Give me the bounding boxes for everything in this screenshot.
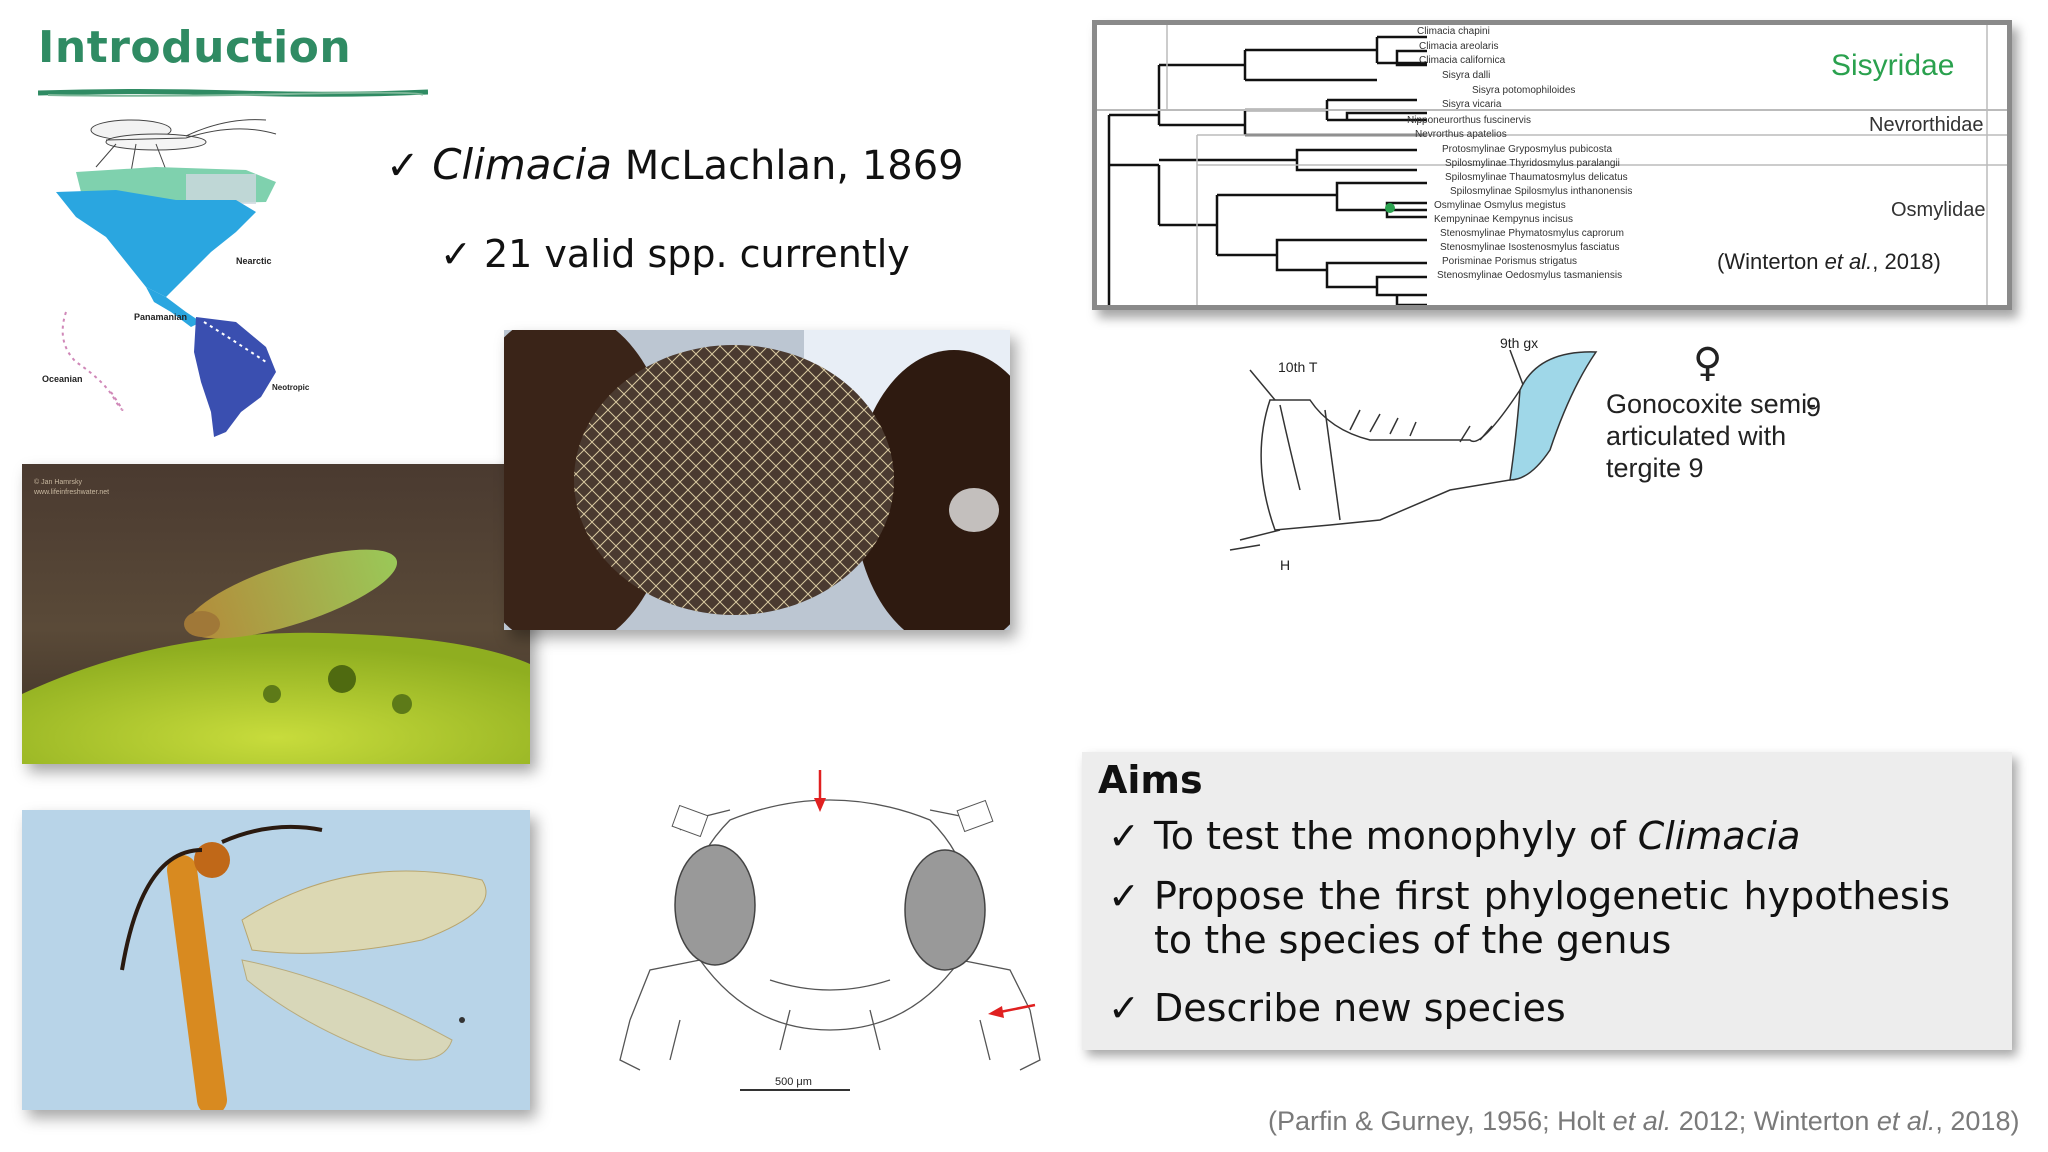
title-underline: [38, 89, 428, 97]
taxon-label: Nevrorthus apatelios: [1415, 129, 1507, 140]
taxon-label: Spilosmylinae Thyridosmylus paralangii: [1445, 158, 1620, 169]
taxon-label: Climacia californica: [1419, 55, 1506, 66]
check-icon: ✓: [1108, 814, 1140, 858]
lacewing-sketch-icon: [90, 119, 277, 173]
taxon-label: Nipponeurorthus fuscinervis: [1407, 115, 1531, 126]
taxon-label: Osmylinae Osmylus megistus: [1434, 200, 1566, 211]
taxon-label: Spilosmylinae Thaumatosmylus delicatus: [1445, 172, 1628, 183]
label-10th-tergite: 10th T: [1278, 359, 1318, 375]
phylogeny-figure: Climacia chapini Climacia areolaris Clim…: [1092, 20, 2012, 310]
taxon-label: Stenosmylinae Phymatosmylus caprorum: [1440, 228, 1624, 239]
distribution-map: Nearctic Panamanian Oceanian Neotropic: [42, 119, 310, 437]
female-symbol-icon: ♀: [1693, 340, 1723, 386]
slide-title: Introduction: [38, 22, 352, 73]
photo-credit-line1: © Jan Hamrsky: [34, 478, 82, 486]
map-label-neotropic: Neotropic: [272, 383, 310, 392]
taxon-label: Climacia areolaris: [1419, 41, 1498, 52]
label-9th-gonocoxite: 9th gx: [1500, 335, 1538, 351]
family-label-nevrorthidae: Nevrorthidae: [1869, 114, 1984, 136]
aim-item: ✓ To test the monophyly of Climacia: [1108, 814, 1801, 858]
map-label-nearctic: Nearctic: [236, 256, 272, 266]
check-icon: ✓: [440, 232, 472, 276]
taxon-label: Sisyra dalli: [1442, 70, 1490, 81]
species-count-text: 21 valid spp. currently: [483, 232, 910, 276]
species-count-line: ✓ 21 valid spp. currently: [440, 232, 910, 276]
genus-name: Climacia: [432, 140, 613, 189]
larva-photo: © Jan Hamrsky www.lifeinfreshwater.net: [22, 464, 530, 764]
photo-credit-line2: www.lifeinfreshwater.net: [33, 489, 109, 496]
taxon-label: Stenosmylinae Isostenosmylus fasciatus: [1440, 242, 1620, 253]
taxon-label: Spilosmylinae Spilosmylus inthanonensis: [1450, 186, 1632, 197]
tree-citation: (Winterton et al., 2018): [1717, 249, 1941, 274]
adult-photo: [22, 810, 530, 1110]
family-label-sisyridae: Sisyridae: [1831, 49, 1954, 82]
aims-heading: Aims: [1098, 758, 1203, 802]
check-icon: ✓: [1108, 874, 1140, 918]
gonocoxite-number: 9: [1806, 392, 1822, 422]
taxon-label: Protosmylinae Gryposmylus pubicosta: [1442, 144, 1613, 155]
cocoon-photo: [504, 330, 1010, 630]
taxon-label: Climacia chapini: [1417, 26, 1490, 37]
genus-line: ✓ Climacia McLachlan, 1869: [386, 140, 964, 189]
genus-author: McLachlan, 1869: [612, 143, 964, 189]
check-icon: ✓: [1108, 986, 1140, 1030]
check-icon: ✓: [386, 143, 420, 189]
aim-item: ✓ Describe new species: [1108, 986, 1566, 1030]
family-label-osmylidae: Osmylidae: [1891, 199, 1985, 221]
references: (Parfin & Gurney, 1956; Holt et al. 2012…: [1268, 1106, 2020, 1136]
taxon-label: Stenosmylinae Oedosmylus tasmaniensis: [1437, 270, 1622, 281]
scale-bar-label: 500 μm: [775, 1076, 812, 1088]
taxon-label: Porisminae Porismus strigatus: [1442, 256, 1577, 267]
map-label-oceanian: Oceanian: [42, 374, 83, 384]
genitalia-drawing: 10th T 9th gx H: [1229, 335, 1598, 573]
taxon-label: Sisyra vicaria: [1442, 99, 1502, 110]
taxon-label: Sisyra potomophiloides: [1472, 85, 1575, 96]
label-h: H: [1280, 557, 1290, 573]
gonocoxite-caption: Gonocoxite semi-articulated with tergite…: [1606, 389, 1817, 483]
taxon-label: Kempyninae Kempynus incisus: [1434, 214, 1573, 225]
head-drawing: 500 μm: [619, 770, 1041, 1091]
genus-italic: Climacia: [1637, 814, 1801, 858]
aim-item: ✓ Propose the first phylogenetic hypothe…: [1108, 874, 1950, 962]
aims-box: Aims ✓ To test the monophyly of Climacia…: [1082, 752, 2012, 1050]
map-label-panamanian: Panamanian: [134, 312, 187, 322]
